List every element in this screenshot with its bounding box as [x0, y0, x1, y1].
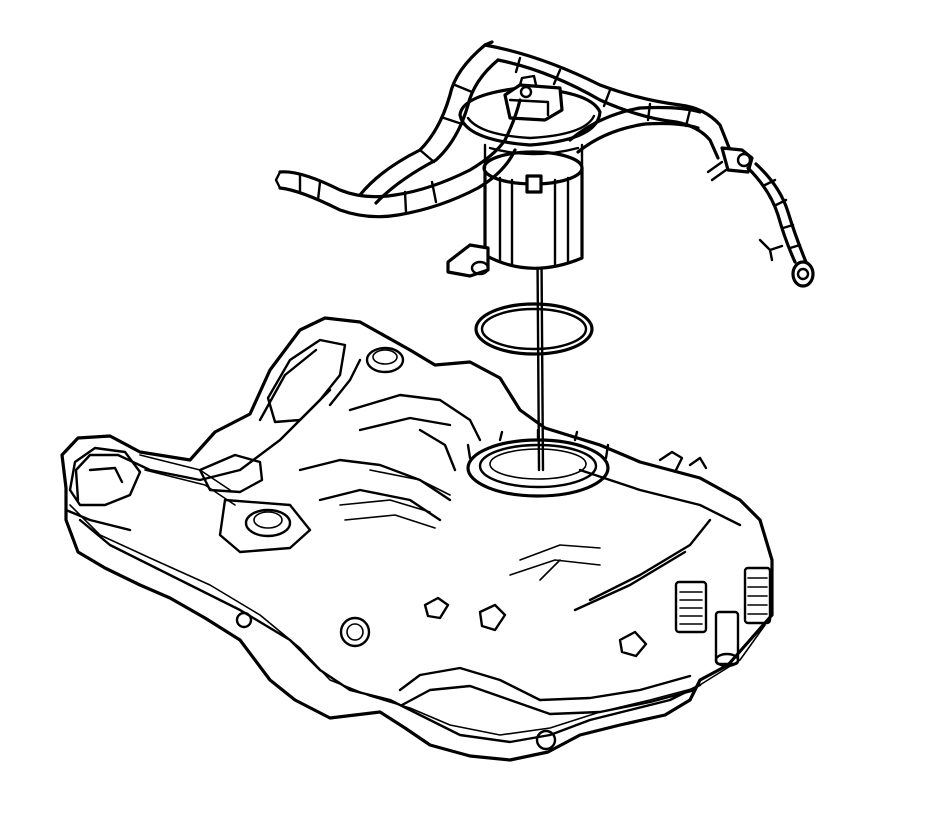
fuel-pump-canister	[483, 166, 584, 270]
fuel-tank-bottom-band	[398, 666, 697, 716]
fuel-tank-vent-grille	[674, 566, 772, 668]
fuel-hose-crossover	[568, 105, 702, 142]
fuel-tank-lower-port-inner	[346, 623, 364, 641]
fuel-tank-front-pocket	[198, 453, 312, 554]
fuel-tank-flange-inner	[69, 504, 766, 736]
fuel-hose-top-run	[483, 43, 732, 152]
fuel-tank-clip-right	[658, 450, 708, 472]
fuel-tank	[60, 316, 774, 762]
fuel-hose-upper-arch	[358, 40, 494, 197]
fuel-pump-bracket	[446, 243, 490, 278]
fuel-feed-hose-harness	[274, 40, 815, 288]
fuel-hose-left-loop	[278, 98, 522, 199]
fuel-hose-end-connector	[791, 260, 815, 288]
fuel-tank-mount-hole	[235, 611, 253, 629]
fuel-tank-left-port	[365, 346, 405, 374]
fuel-tank-flange	[74, 388, 702, 744]
fuel-tank-front-port	[244, 508, 292, 538]
fuel-hose-segment-marks	[298, 56, 692, 214]
fuel-tank-outline	[60, 316, 774, 762]
fuel-tank-left-port-inner	[372, 349, 398, 365]
fuel-tank-right-panel	[573, 468, 742, 612]
fuel-pump-seal-ring	[474, 302, 594, 356]
fuel-tank-left-end	[64, 446, 142, 532]
fuel-pump-sensor-clip	[525, 174, 543, 194]
fuel-tank-drain-plug	[535, 729, 557, 751]
fuel-tank-channel-lines	[139, 454, 451, 529]
fuel-tank-center-ridge	[298, 393, 482, 522]
fuel-tank-lower-port	[339, 616, 371, 648]
fuel-tank-left-pocket	[258, 338, 362, 424]
fuel-pump-connector	[503, 83, 564, 122]
fuel-tank-right-crease	[509, 544, 601, 581]
fuel-tank-front-port-inner	[253, 511, 283, 529]
fuel-pump-module	[446, 74, 602, 278]
fuel-tank-clip-left	[423, 596, 648, 658]
